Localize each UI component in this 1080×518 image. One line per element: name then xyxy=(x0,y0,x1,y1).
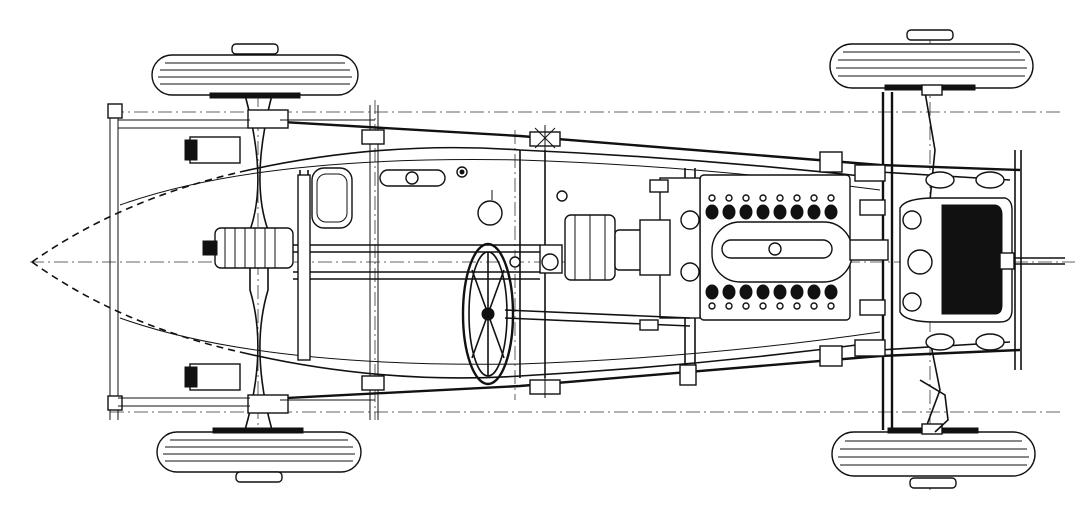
cylinder-bore xyxy=(824,204,838,220)
valve-stud xyxy=(708,302,716,310)
rear-wheel-bottom xyxy=(156,427,362,483)
cylinder-bore xyxy=(790,284,804,300)
gearbox xyxy=(539,214,671,281)
valve-stud xyxy=(827,302,835,310)
engine-block xyxy=(659,174,889,321)
valve-stud xyxy=(725,302,733,310)
cylinder-bore xyxy=(739,204,753,220)
tie-rods xyxy=(118,119,375,407)
rear-axle xyxy=(184,94,294,431)
valve-stud xyxy=(776,302,784,310)
front-axle xyxy=(854,84,1011,435)
cylinder-bore xyxy=(756,284,770,300)
valve-stud xyxy=(725,194,733,202)
valve-stud xyxy=(793,302,801,310)
valve-stud xyxy=(708,194,716,202)
valve-stud xyxy=(742,302,750,310)
cylinder-bore xyxy=(790,204,804,220)
cylinder-bore xyxy=(773,204,787,220)
front-wheel-bottom xyxy=(831,427,1036,489)
valve-stud xyxy=(759,194,767,202)
valve-stud xyxy=(776,194,784,202)
controls-fittings xyxy=(107,103,949,433)
cylinder-bore xyxy=(773,284,787,300)
valve-stud xyxy=(810,302,818,310)
valve-stud xyxy=(759,302,767,310)
steering-wheel xyxy=(461,242,691,386)
cylinder-bore xyxy=(824,284,838,300)
cylinder-bore xyxy=(722,284,736,300)
cylinder-bore xyxy=(705,204,719,220)
cylinder-bore xyxy=(756,204,770,220)
cockpit-details xyxy=(297,166,568,361)
front-wheel-top xyxy=(829,29,1034,91)
cylinder-bore xyxy=(705,284,719,300)
propeller-shaft xyxy=(293,244,540,280)
radiator xyxy=(899,197,1065,323)
valve-stud xyxy=(793,194,801,202)
cylinder-bore xyxy=(807,204,821,220)
cylinder-bore xyxy=(739,284,753,300)
cylinder-bore xyxy=(807,284,821,300)
valve-stud xyxy=(742,194,750,202)
rear-wheel-top xyxy=(151,43,359,99)
cylinder-bore xyxy=(722,204,736,220)
valve-stud xyxy=(810,194,818,202)
valve-stud xyxy=(827,194,835,202)
